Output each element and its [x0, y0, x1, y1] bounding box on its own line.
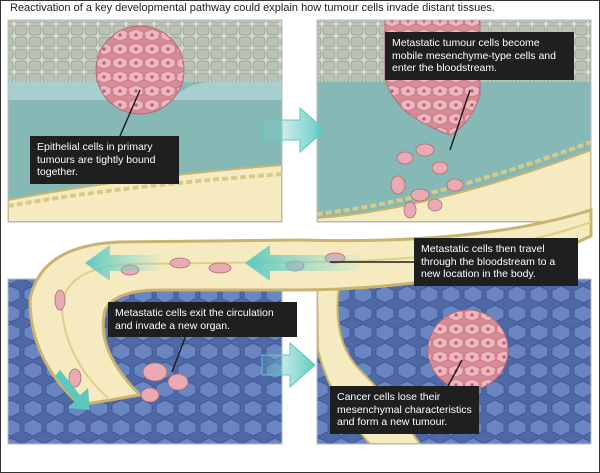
arrow-left-vessel-icon [245, 245, 360, 281]
panel-primary-tumour [8, 20, 282, 222]
callout-circulation: Metastatic cells then travel through the… [414, 238, 578, 286]
flow-arrows [55, 106, 360, 410]
callout-intravasation: Metastatic tumour cells become mobile me… [385, 32, 574, 80]
arrow-right-bottom-icon [261, 341, 316, 389]
callout-new-tumour: Cancer cells lose their mesenchymal char… [330, 386, 479, 434]
callout-epithelial: Epithelial cells in primary tumours are … [30, 136, 179, 184]
arrow-left-vessel-2-icon [85, 245, 160, 281]
figure-title: Reactivation of a key developmental path… [10, 2, 495, 14]
callout-pointers [119, 89, 471, 387]
arrow-down-icon [55, 370, 90, 410]
callout-extravasation: Metastatic cells exit the circulation an… [108, 302, 297, 337]
arrow-right-top-icon [261, 106, 326, 154]
